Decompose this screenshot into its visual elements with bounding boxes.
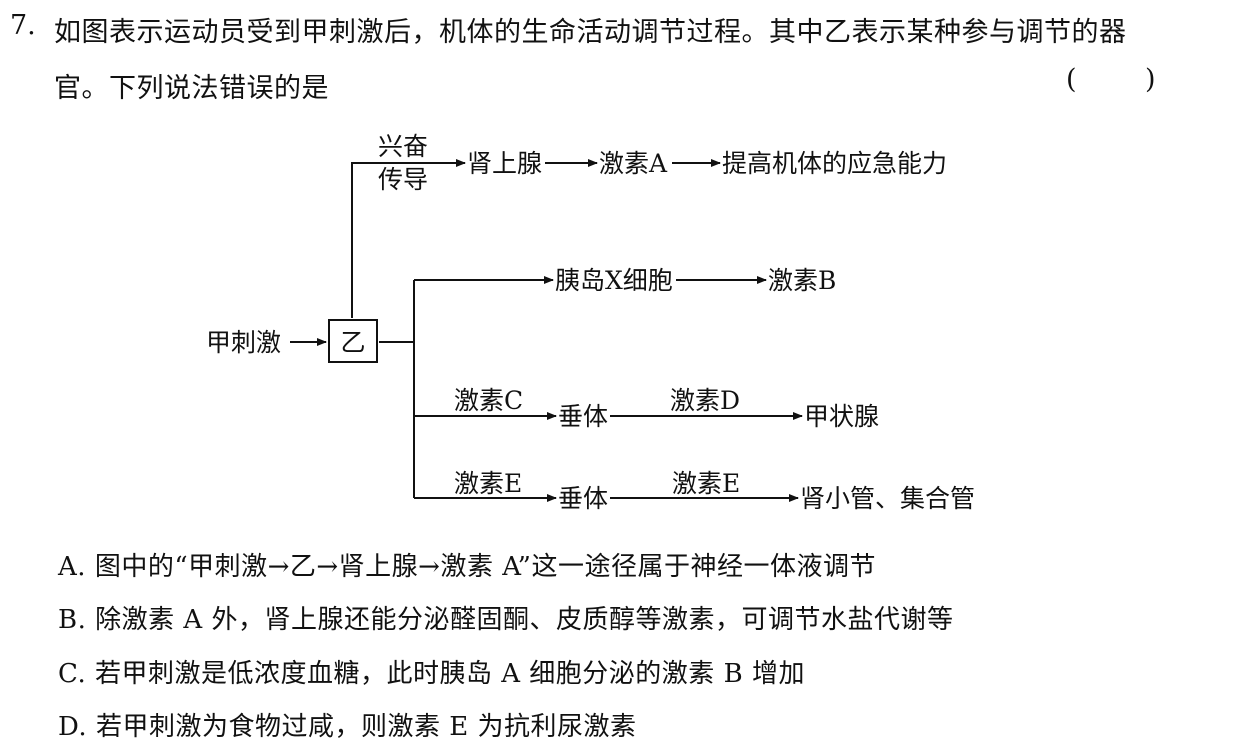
pituitary-e-label: 垂体 [558, 484, 609, 513]
question-stem-line1: 如图表示运动员受到甲刺激后，机体的生命活动调节过程。其中乙表示某种参与调节的器 [54, 17, 1127, 48]
line-organ-up [351, 159, 466, 318]
option-b-text: 除激素 A 外，肾上腺还能分泌醛固酮、皮质醇等激素，可调节水盐代谢等 [95, 605, 954, 635]
hormone-a-label: 激素A [599, 149, 668, 178]
excitation-label-2: 传导 [378, 165, 429, 194]
emergency-capacity-label: 提高机体的应急能力 [722, 149, 948, 178]
option-c-letter: C. [58, 659, 87, 689]
hormone-e-label-1: 激素E [454, 469, 523, 498]
organ-box: 乙 [328, 319, 378, 363]
stimulus-label: 甲刺激 [206, 328, 282, 357]
organ-label: 乙 [340, 328, 366, 357]
option-b[interactable]: B. 除激素 A 外，肾上腺还能分泌醛固酮、皮质醇等激素，可调节水盐代谢等 [58, 599, 953, 636]
thyroid-label: 甲状腺 [804, 402, 880, 431]
adrenal-gland-label: 肾上腺 [467, 149, 543, 178]
answer-bracket-right: ) [1145, 64, 1156, 95]
option-a-text: 图中的“甲刺激→乙→肾上腺→激素 A”这一途径属于神经一体液调节 [94, 552, 876, 582]
hormone-e-label-2: 激素E [672, 469, 741, 498]
hormone-b-label: 激素B [768, 266, 837, 295]
kidney-tubule-label: 肾小管、集合管 [800, 484, 976, 513]
option-a[interactable]: A. 图中的“甲刺激→乙→肾上腺→激素 A”这一途径属于神经一体液调节 [58, 546, 876, 583]
pituitary-c-label: 垂体 [558, 402, 609, 431]
option-b-letter: B. [58, 605, 87, 635]
answer-bracket-left: ( [1066, 64, 1077, 95]
hormone-c-label: 激素C [454, 386, 524, 415]
question-stem-line2: 官。下列说法错误的是 [54, 73, 329, 104]
option-c-text: 若甲刺激是低浓度血糖，此时胰岛 A 细胞分泌的激素 B 增加 [95, 659, 805, 689]
option-d-text: 若甲刺激为食物过咸，则激素 E 为抗利尿激素 [95, 712, 637, 742]
islet-x-cell-label: 胰岛X细胞 [555, 266, 673, 295]
option-a-letter: A. [58, 552, 87, 582]
hormone-d-label: 激素D [670, 386, 741, 415]
excitation-label-1: 兴奋 [378, 132, 429, 161]
option-d[interactable]: D. 若甲刺激为食物过咸，则激素 E 为抗利尿激素 [58, 706, 636, 743]
option-d-letter: D. [58, 712, 88, 742]
question-number: 7. [10, 10, 36, 41]
option-c[interactable]: C. 若甲刺激是低浓度血糖，此时胰岛 A 细胞分泌的激素 B 增加 [58, 653, 805, 690]
